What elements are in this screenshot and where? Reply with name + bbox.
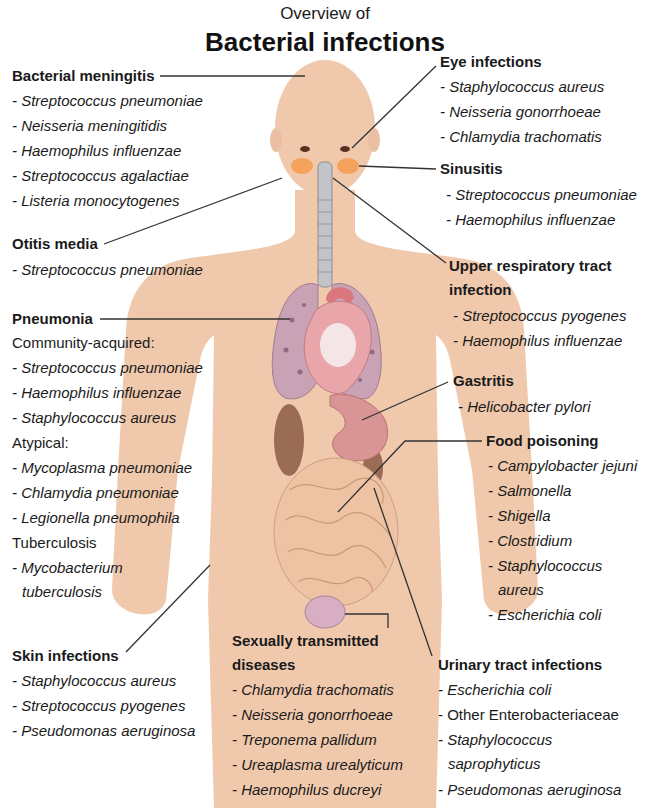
pathogen-name: - Legionella pneumophila [12, 506, 180, 530]
pathogen-name: - Neisseria gonorrhoeae [440, 100, 601, 124]
lung-spot [302, 303, 306, 307]
sinus [291, 158, 313, 174]
trachea-ring [318, 236, 332, 237]
leader-line [338, 441, 482, 512]
pathogen-name: - Ureaplasma urealyticum [232, 753, 403, 777]
pathogen-name: - Haemophilus influenzae [12, 139, 181, 163]
pathogen-name: - Escherichia coli [438, 678, 551, 702]
pathogen-name: - Staphylococcus aureus [440, 75, 604, 99]
pathogen-name: - Haemophilus influenzae [12, 381, 181, 405]
ear [368, 128, 380, 152]
heart-chamber [320, 323, 356, 367]
intestine-loop [288, 546, 386, 568]
trachea-ring [318, 260, 332, 261]
leader-line [345, 614, 388, 628]
infection-heading: Gastritis [453, 369, 514, 393]
pathogen-name: - Streptococcus pneumoniae [12, 89, 203, 113]
title: Bacterial infections [205, 26, 445, 58]
pathogen-name: - Chlamydia trachomatis [232, 678, 394, 702]
pathogen-name: - Listeria monocytogenes [12, 189, 180, 213]
heart [304, 301, 371, 393]
trachea-ring [318, 200, 332, 201]
pathogen-name: - Clostridium [488, 529, 572, 553]
sinus [337, 158, 359, 174]
pathogen-name: - Haemophilus ducreyi [232, 778, 381, 802]
infection-heading: Urinary tract infections [438, 653, 602, 677]
infection-heading: Upper respiratory tract infection [449, 254, 634, 302]
trachea-ring [318, 272, 332, 273]
liver [274, 404, 304, 476]
leader-line [333, 178, 446, 263]
pathogen-name: - Chlamydia trachomatis [440, 125, 602, 149]
pathogen-name: - Streptococcus pyogenes [12, 694, 185, 718]
group-label: Tuberculosis [12, 531, 96, 555]
pathogen-name: - Pseudomonas aeruginosa [438, 778, 621, 802]
leader-line [104, 178, 282, 244]
pathogen-name: - Staphylococcus aureus [12, 669, 176, 693]
leader-line [160, 75, 305, 76]
stomach [330, 394, 388, 461]
pathogen-name: - Streptococcus pneumoniae [12, 356, 203, 380]
lung-spot [358, 378, 362, 382]
intestine-loop [298, 578, 372, 592]
ear [270, 128, 282, 152]
pathogen-name: - Salmonella [488, 479, 571, 503]
pathogen-name: - Haemophilus influenzae [446, 208, 615, 232]
pathogen-name: - Mycoplasma pneumoniae [12, 456, 192, 480]
lung-spot [298, 370, 303, 375]
trachea [318, 162, 332, 287]
eye [340, 146, 350, 152]
eye [300, 146, 310, 152]
pathogen-name: - Shigella [488, 504, 551, 528]
organs [272, 146, 398, 628]
infection-heading: Otitis media [12, 232, 98, 256]
lung-spot [290, 318, 295, 323]
leader-line [352, 66, 436, 148]
pathogen-name: - Staphylococcus aureus [12, 406, 176, 430]
infection-heading: Sinusitis [440, 157, 503, 181]
intestine-loop [286, 513, 390, 536]
trachea-ring [318, 212, 332, 213]
pathogen-name: - Mycobacterium tuberculosis [12, 556, 147, 604]
leader-line [359, 166, 436, 169]
lung-spot [284, 348, 289, 353]
pathogen-name: - Escherichia coli [488, 603, 601, 627]
pathogen-name: - Staphylococcus saprophyticus [438, 728, 588, 776]
infection-heading: Pneumonia [12, 307, 93, 331]
subtitle: Overview of [280, 2, 370, 26]
leader-line [126, 565, 210, 652]
group-label: Atypical: [12, 431, 69, 455]
trachea-ring [318, 224, 332, 225]
pathogen-name: - Helicobacter pylori [458, 395, 591, 419]
intestines [274, 458, 398, 606]
pathogen-name: - Streptococcus agalactiae [12, 164, 189, 188]
pathogen-name: - Campylobacter jejuni [488, 454, 637, 478]
pathogen-name: - Streptococcus pneumoniae [446, 183, 637, 207]
infection-heading: Food poisoning [486, 429, 598, 453]
intestine-loop [290, 478, 383, 504]
pathogen-name: - Haemophilus influenzae [453, 329, 622, 353]
group-label: Community-acquired: [12, 331, 155, 355]
pathogen-name: - Neisseria meningitidis [12, 114, 167, 138]
trachea-rings [318, 200, 332, 272]
group-label: - Other Enterobacteriaceae [438, 703, 619, 727]
leader-line [374, 488, 432, 656]
pathogen-name: - Streptococcus pneumoniae [12, 258, 203, 282]
pathogen-name: - Chlamydia pneumoniae [12, 481, 179, 505]
infection-heading: Skin infections [12, 644, 119, 668]
pathogen-name: - Staphylococcus aureus [488, 554, 618, 602]
pathogen-name: - Neisseria gonorrhoeae [232, 703, 393, 727]
leader-line [362, 382, 448, 420]
pathogen-name: - Streptococcus pyogenes [453, 304, 626, 328]
infection-heading: Bacterial meningitis [12, 64, 155, 88]
intestine-loops [286, 478, 390, 592]
pathogen-name: - Pseudomonas aeruginosa [12, 719, 195, 743]
trachea-ring [318, 248, 332, 249]
infection-heading: Sexually transmitted diseases [232, 629, 397, 677]
bladder [305, 596, 345, 628]
pathogen-name: - Treponema pallidum [232, 728, 377, 752]
leader-line [100, 318, 290, 319]
infection-heading: Eye infections [440, 50, 542, 74]
